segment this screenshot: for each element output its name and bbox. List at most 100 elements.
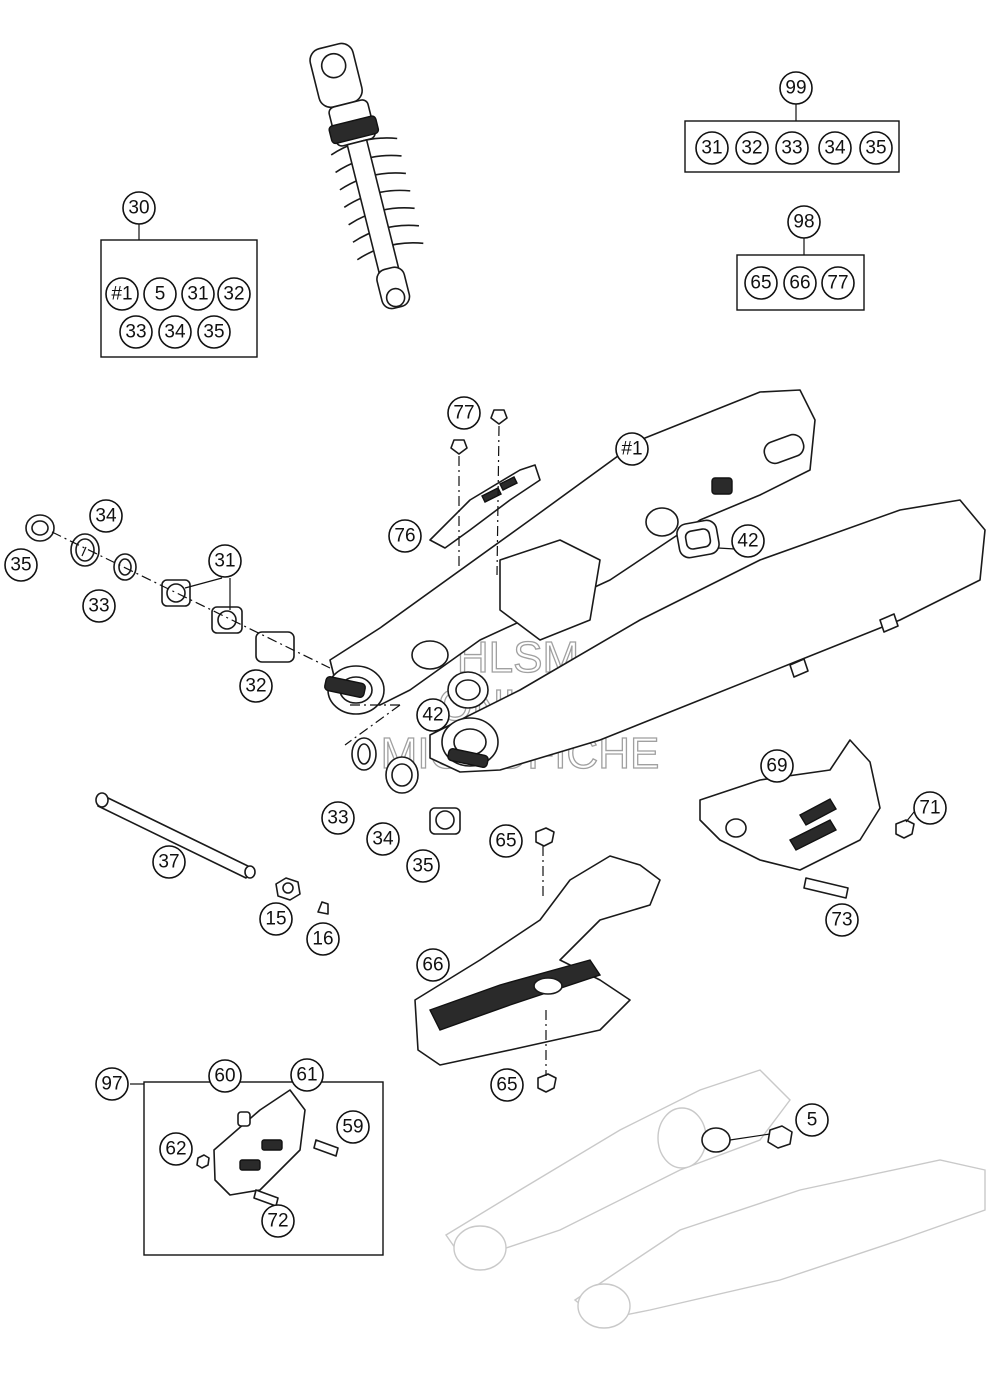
callout-part[interactable]: 37	[152, 845, 186, 879]
callout-kit-99[interactable]: 99	[779, 71, 813, 105]
svg-text:65: 65	[495, 831, 516, 852]
callout-part[interactable]: 16	[306, 922, 340, 956]
svg-text:32: 32	[245, 676, 266, 697]
callout-kit-30[interactable]: 30	[122, 191, 156, 225]
callout-part[interactable]: #1	[615, 432, 649, 466]
svg-text:65: 65	[496, 1075, 517, 1096]
svg-text:71: 71	[919, 798, 940, 819]
kit-30-item[interactable]: 31	[181, 277, 215, 311]
kit-30-item[interactable]: 5	[143, 277, 177, 311]
bracket-76-illustration	[429, 409, 541, 549]
svg-text:33: 33	[327, 808, 348, 829]
svg-text:34: 34	[95, 506, 117, 527]
kit-98-item[interactable]: 77	[821, 266, 855, 300]
kit-30-item[interactable]: 35	[197, 315, 231, 349]
callout-part[interactable]: 61	[290, 1058, 324, 1092]
svg-text:77: 77	[453, 403, 474, 424]
svg-text:31: 31	[701, 138, 722, 159]
kit-97-parts-illustration	[196, 1089, 339, 1207]
callout-part[interactable]: 73	[825, 903, 859, 937]
svg-text:60: 60	[214, 1066, 235, 1087]
callout-part[interactable]: 77	[447, 396, 481, 430]
chain-slider-66-illustration	[414, 827, 661, 1093]
lower-bearing-stack-illustration	[351, 737, 461, 835]
callout-part[interactable]: 15	[259, 902, 293, 936]
callout-part[interactable]: 66	[416, 948, 450, 982]
kit-boxes	[100, 104, 900, 1256]
kit-99-item[interactable]: 31	[695, 131, 729, 165]
chain-guide-69-illustration	[699, 739, 915, 899]
svg-text:32: 32	[223, 284, 244, 305]
kit-99-item[interactable]: 32	[735, 131, 769, 165]
callout-part[interactable]: 34	[89, 499, 123, 533]
callout-part[interactable]: 35	[4, 548, 38, 582]
kit-30-item[interactable]: #1	[105, 277, 139, 311]
kit-30-item[interactable]: 33	[119, 315, 153, 349]
svg-text:#1: #1	[621, 439, 642, 460]
svg-text:5: 5	[155, 284, 166, 305]
svg-text:66: 66	[789, 273, 810, 294]
callout-part[interactable]: 62	[159, 1132, 193, 1166]
callout-part[interactable]: 65	[490, 1068, 524, 1102]
callout-part[interactable]: 5	[795, 1103, 829, 1137]
kit-box-98	[736, 254, 865, 311]
svg-text:30: 30	[128, 198, 149, 219]
callout-part[interactable]: 32	[239, 669, 273, 703]
svg-text:61: 61	[296, 1065, 317, 1086]
kit-99-item[interactable]: 33	[775, 131, 809, 165]
kit-30-item[interactable]: 34	[158, 315, 192, 349]
callouts: 30 #1 5 31 32 33 34 35 99 31 32 33 34 35…	[4, 71, 947, 1238]
callout-part[interactable]: 59	[336, 1110, 370, 1144]
svg-text:42: 42	[737, 531, 758, 552]
callout-kit-97[interactable]: 97	[95, 1067, 129, 1101]
svg-text:77: 77	[827, 273, 848, 294]
callout-part[interactable]: 65	[489, 824, 523, 858]
kit-box-30	[100, 239, 258, 358]
svg-text:42: 42	[422, 705, 443, 726]
svg-text:34: 34	[372, 829, 394, 850]
callout-part[interactable]: 34	[366, 822, 400, 856]
callout-part[interactable]: 76	[388, 519, 422, 553]
callout-part[interactable]: 69	[760, 749, 794, 783]
axle-37-illustration	[95, 792, 256, 879]
callout-part[interactable]: 60	[208, 1059, 242, 1093]
svg-text:33: 33	[88, 596, 109, 617]
svg-text:99: 99	[785, 78, 806, 99]
svg-text:62: 62	[165, 1139, 186, 1160]
callout-part[interactable]: 33	[321, 801, 355, 835]
callout-part[interactable]: 42	[416, 698, 450, 732]
svg-text:65: 65	[750, 273, 771, 294]
shock-absorber-illustration	[309, 42, 424, 310]
cap-16-illustration	[317, 901, 329, 915]
kit-30-item[interactable]: 32	[217, 277, 251, 311]
callout-kit-98[interactable]: 98	[787, 205, 821, 239]
callout-part[interactable]: 42	[731, 524, 765, 558]
kit-box-97	[143, 1081, 384, 1256]
callout-part[interactable]: 72	[261, 1204, 295, 1238]
svg-text:34: 34	[824, 138, 846, 159]
callout-part[interactable]: 31	[208, 544, 242, 578]
svg-text:32: 32	[741, 138, 762, 159]
svg-text:97: 97	[101, 1074, 122, 1095]
kit-98-item[interactable]: 65	[744, 266, 778, 300]
callout-part[interactable]: 33	[82, 589, 116, 623]
callout-part[interactable]: 71	[913, 791, 947, 825]
kit-box-99	[684, 120, 900, 173]
svg-text:#1: #1	[111, 284, 132, 305]
svg-text:35: 35	[865, 138, 886, 159]
svg-text:35: 35	[10, 555, 31, 576]
svg-text:35: 35	[412, 856, 433, 877]
svg-text:66: 66	[422, 955, 443, 976]
kit-99-item[interactable]: 35	[859, 131, 893, 165]
kit-98-item[interactable]: 66	[783, 266, 817, 300]
svg-text:31: 31	[187, 284, 208, 305]
swingarm-illustration	[324, 389, 986, 773]
svg-text:69: 69	[766, 756, 787, 777]
kit-99-item[interactable]: 34	[818, 131, 852, 165]
nut-15-illustration	[275, 877, 301, 901]
reference-swingarm-illustration	[444, 1069, 986, 1329]
callout-part[interactable]: 35	[406, 849, 440, 883]
svg-text:31: 31	[214, 551, 235, 572]
svg-text:33: 33	[781, 138, 802, 159]
